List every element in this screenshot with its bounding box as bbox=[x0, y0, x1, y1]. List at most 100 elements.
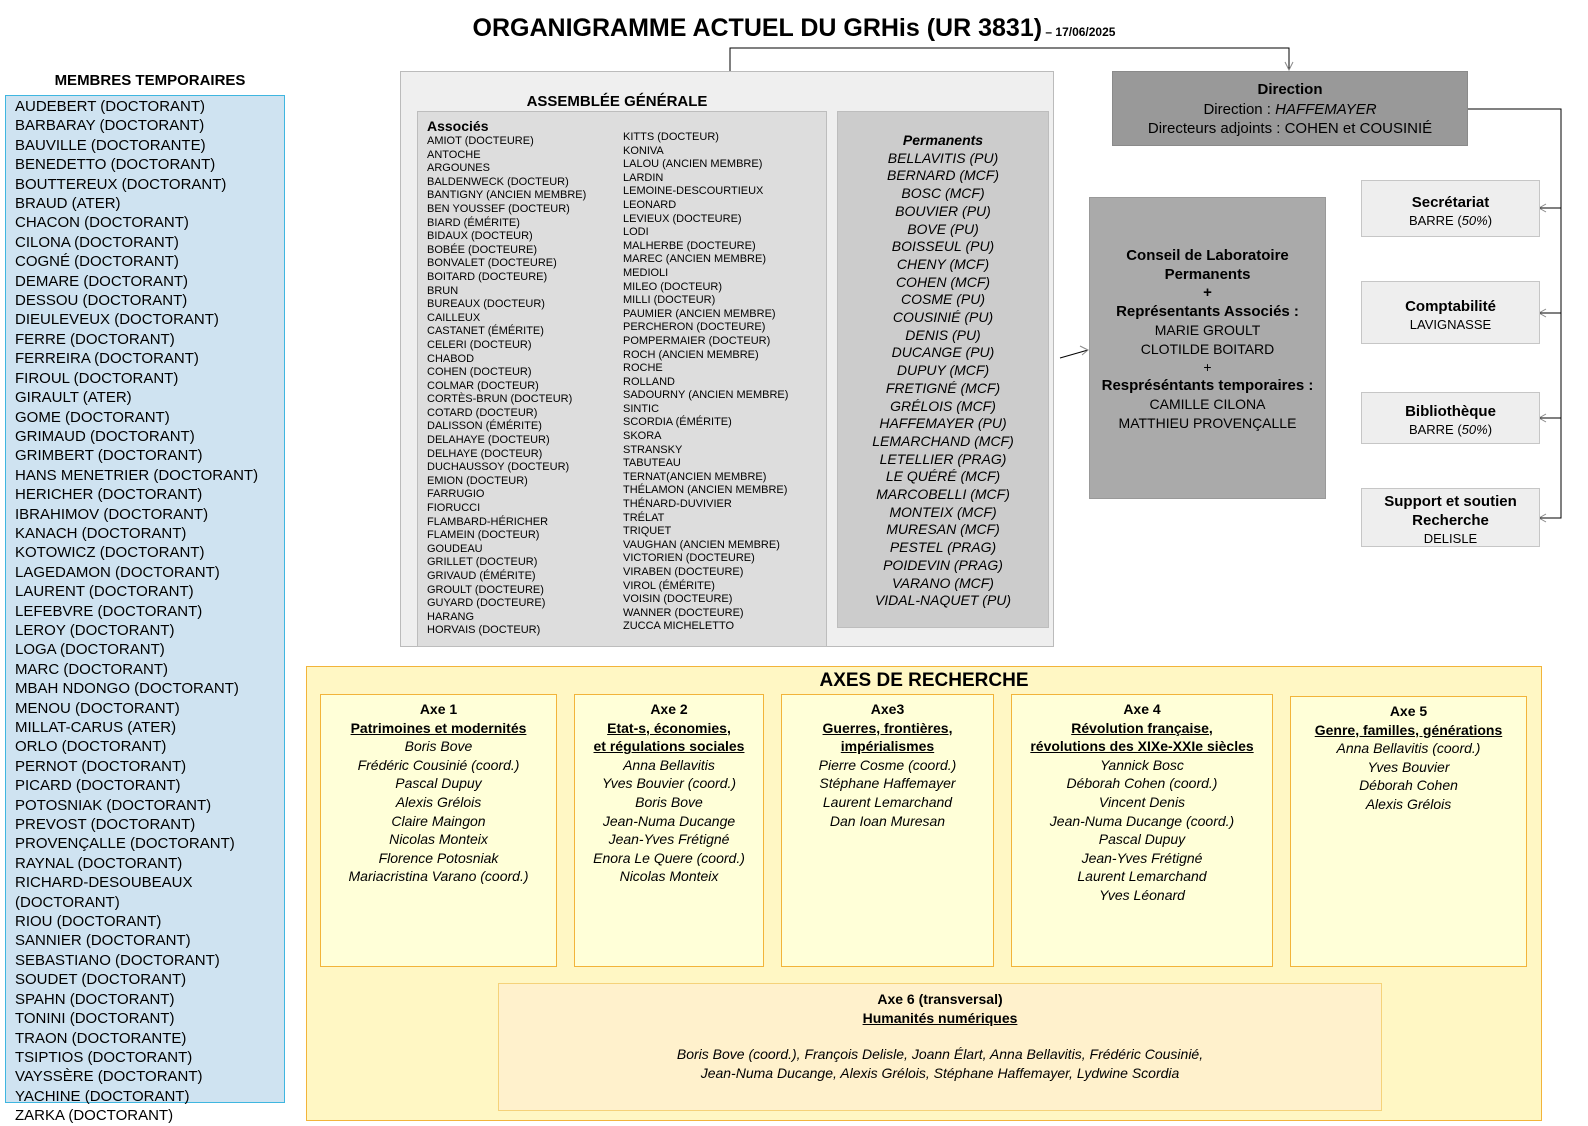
permanent-member: BOISSEUL (PU) bbox=[891, 238, 995, 255]
temporary-members-list: AUDEBERT (DOCTORANT)BARBARAY (DOCTORANT)… bbox=[5, 95, 285, 1124]
temporary-member: IBRAHIMOV (DOCTORANT) bbox=[15, 505, 209, 523]
associes-title: Associés bbox=[427, 118, 489, 134]
axe-member: Frédéric Cousinié (coord.) bbox=[357, 756, 520, 773]
permanent-member: BOVE (PU) bbox=[907, 220, 979, 237]
temporary-member: HANS MENETRIER (DOCTORANT) bbox=[15, 466, 259, 484]
permanents-box: Permanents BELLAVITIS (PU)BERNARD (MCF)B… bbox=[837, 111, 1049, 628]
temporary-member: GIRAULT (ATER) bbox=[15, 389, 132, 407]
axe-5-subtitle: Genre, familles, générations bbox=[1314, 721, 1503, 738]
conseil-temporaires-label: Respréséntants temporaires : bbox=[1101, 376, 1314, 394]
temporary-member: MILLAT-CARUS (ATER) bbox=[15, 719, 177, 736]
associe-member: MILEO (DOCTEUR) bbox=[623, 280, 722, 293]
associe-member: GRIVAUD (ÉMÉRITE) bbox=[427, 570, 536, 582]
associe-member: SINTIC bbox=[623, 402, 660, 415]
temporary-member: GRIMAUD (DOCTORANT) bbox=[15, 427, 195, 445]
conseil-permanents: Permanents bbox=[1164, 265, 1251, 283]
temporary-member: KOTOWICZ (DOCTORANT) bbox=[15, 544, 205, 562]
associe-member: VICTORIEN (DOCTEURE) bbox=[623, 552, 755, 565]
associes-box bbox=[417, 111, 827, 647]
axe-member: Déborah Cohen (coord.) bbox=[1066, 775, 1218, 792]
temporary-member: SOUDET (DOCTORANT) bbox=[15, 971, 187, 989]
temporary-member: SANNIER (DOCTORANT) bbox=[15, 932, 191, 950]
associe-member: STRANSKY bbox=[623, 443, 683, 456]
associe-member: ROCHE bbox=[623, 362, 663, 375]
temporary-member: TONINI (DOCTORANT) bbox=[15, 1010, 175, 1028]
associe-member: CELERI (DOCTEUR) bbox=[427, 338, 532, 351]
axe-member: Florence Potosniak bbox=[378, 849, 499, 866]
associe-member: TRIQUET bbox=[623, 525, 672, 538]
associe-member: SKORA bbox=[623, 430, 662, 443]
permanents-title: Permanents bbox=[902, 132, 984, 148]
bibliotheque-title: Bibliothèque bbox=[1405, 403, 1496, 420]
associe-member: ARGOUNES bbox=[427, 162, 490, 175]
bibliotheque-value: BARRE ( bbox=[1408, 422, 1462, 437]
conseil-temporaire-2: MATTHIEU PROVENÇALLE bbox=[1118, 414, 1297, 431]
axe-4-heading: Axe 4 bbox=[1123, 701, 1161, 717]
axe-3-heading: Axe3 bbox=[870, 701, 905, 717]
axe-5-heading: Axe 5 bbox=[1389, 703, 1428, 719]
temporary-member: FERRE (DOCTORANT) bbox=[15, 330, 175, 348]
temporary-member: GOME (DOCTORANT) bbox=[15, 408, 170, 426]
permanent-member: LETELLIER (PRAG) bbox=[879, 450, 1007, 467]
temporary-member: TSIPTIOS (DOCTORANT) bbox=[15, 1048, 193, 1066]
associe-member: LEVIEUX (DOCTEURE) bbox=[623, 212, 742, 225]
axe-2-subtitle-1: Etat-s, économies, bbox=[607, 719, 731, 736]
conseil-associe-1: MARIE GROULT bbox=[1154, 322, 1261, 338]
conseil-temporaire-1: CAMILLE CILONA bbox=[1149, 396, 1266, 412]
deputy-directors: Directeurs adjoints : COHEN et COUSINIÉ bbox=[1147, 120, 1433, 138]
associe-member: MAREC (ANCIEN MEMBRE) bbox=[623, 253, 767, 266]
comptabilite-title: Comptabilité bbox=[1405, 298, 1496, 315]
temporary-members-title: MEMBRES TEMPORAIRES bbox=[54, 72, 246, 89]
associe-member: KONIVA bbox=[623, 144, 664, 157]
associe-member: SCORDIA (ÉMÉRITE) bbox=[623, 416, 732, 429]
temporary-member: KANACH (DOCTORANT) bbox=[15, 524, 187, 542]
axe-6-box: Axe 6 (transversal) Humanités numériques… bbox=[498, 983, 1382, 1111]
axe-3-subtitle-2: impérialismes bbox=[840, 738, 935, 755]
permanent-member: HAFFEMAYER (PU) bbox=[879, 415, 1007, 432]
secretariat-title: Secrétariat bbox=[1411, 194, 1490, 211]
associe-member: BOBÉE (DOCTEURE) bbox=[427, 243, 538, 256]
temporary-member: PREVOST (DOCTORANT) bbox=[15, 816, 196, 834]
associe-member: CASTANET (ÉMÉRITE) bbox=[427, 325, 544, 338]
associe-member: DELHAYE (DOCTEUR) bbox=[427, 447, 543, 460]
associe-member: FIORUCCI bbox=[427, 502, 481, 515]
associe-member: VOISIN (DOCTEURE) bbox=[623, 593, 733, 606]
temporary-member: SEBASTIANO (DOCTORANT) bbox=[15, 951, 220, 969]
associe-member: VAUGHAN (ANCIEN MEMBRE) bbox=[623, 538, 780, 551]
permanent-member: BOUVIER (PU) bbox=[895, 202, 991, 219]
permanent-member: PESTEL (PRAG) bbox=[889, 539, 997, 556]
temporary-member: POTOSNIAK (DOCTORANT) bbox=[15, 796, 212, 814]
temporary-member: SPAHN (DOCTORANT) bbox=[15, 990, 175, 1008]
axe-member: Boris Bove bbox=[404, 738, 473, 755]
conseil-plus-2: + bbox=[1203, 359, 1212, 375]
temporary-member: RICHARD-DESOUBEAUX bbox=[15, 874, 193, 892]
associe-member: CHABOD bbox=[427, 352, 475, 365]
temporary-member: HERICHER (DOCTORANT) bbox=[15, 486, 203, 504]
temporary-member: CHACON (DOCTORANT) bbox=[15, 214, 189, 232]
associe-member: COLMAR (DOCTEUR) bbox=[427, 379, 539, 392]
conseil-associes-label: Représentants Associés : bbox=[1116, 302, 1299, 320]
permanent-member: MARCOBELLI (MCF) bbox=[876, 486, 1010, 503]
support-recherche-box: Support et soutien Recherche DELISLE bbox=[1361, 488, 1540, 547]
axe-6-members-line-1: Boris Bove (coord.), François Delisle, J… bbox=[676, 1046, 1204, 1063]
permanent-member: DENIS (PU) bbox=[905, 326, 981, 343]
temporary-member: LEROY (DOCTORANT) bbox=[15, 621, 175, 639]
associe-member: LODI bbox=[623, 226, 649, 239]
permanent-member: LE QUÉRÉ (MCF) bbox=[885, 468, 1001, 485]
conseil-laboratoire-box: Conseil de Laboratoire Permanents + Repr… bbox=[1089, 197, 1326, 499]
associe-member: THÉNARD-DUVIVIER bbox=[623, 498, 732, 511]
permanent-member: VARANO (MCF) bbox=[892, 574, 994, 591]
associe-member: BIDAUX (DOCTEUR) bbox=[427, 230, 533, 243]
axe-member: Pascal Dupuy bbox=[395, 775, 482, 792]
axe-member: Boris Bove bbox=[635, 793, 703, 810]
axe-member: Alexis Grélois bbox=[1365, 795, 1452, 812]
axe-2-heading: Axe 2 bbox=[650, 701, 688, 717]
axe-member: Anna Bellavitis bbox=[623, 756, 715, 773]
permanent-member: MONTEIX (MCF) bbox=[889, 503, 997, 520]
axe-member: Claire Maingon bbox=[391, 812, 486, 829]
axe-member: Pascal Dupuy bbox=[1098, 831, 1186, 848]
title-main: ORGANIGRAMME ACTUEL DU GRHis (UR 3831) bbox=[472, 14, 1043, 42]
temporary-member: BAUVILLE (DOCTORANTE) bbox=[15, 136, 206, 154]
permanent-member: MURESAN (MCF) bbox=[886, 521, 1000, 538]
